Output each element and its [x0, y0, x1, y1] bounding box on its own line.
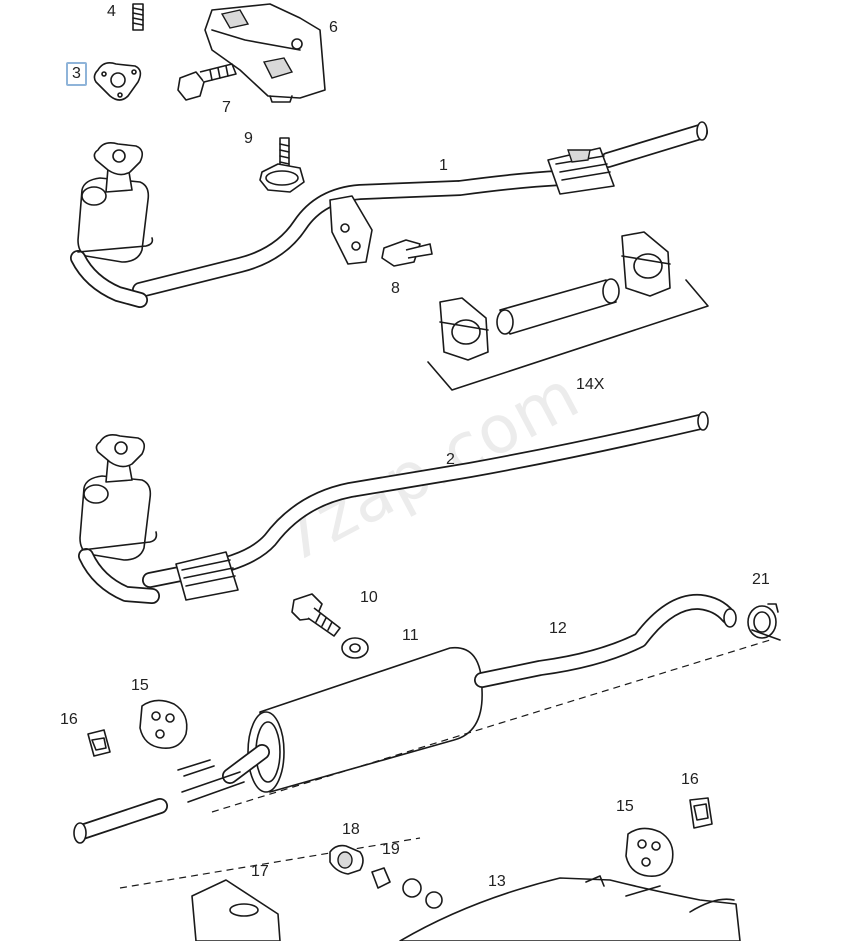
part-19-sleeve-and-seals[interactable]	[371, 867, 443, 909]
callout-15-left[interactable]: 15	[131, 677, 149, 694]
callout-1[interactable]: 1	[439, 157, 448, 174]
part-7-bolt[interactable]	[177, 63, 237, 101]
callout-19[interactable]: 19	[382, 841, 400, 858]
part-12-intermediate-pipe[interactable]	[474, 593, 737, 688]
part-2-front-pipe-variant[interactable]	[78, 411, 709, 604]
callout-11[interactable]: 11	[402, 627, 419, 644]
assembly-line-upper	[211, 639, 771, 813]
part-8-bolt[interactable]	[381, 239, 433, 267]
part-18-bush[interactable]	[329, 844, 364, 875]
callout-16-left[interactable]: 16	[60, 711, 78, 728]
callout-14x[interactable]: 14X	[576, 376, 605, 393]
callout-16-right[interactable]: 16	[681, 771, 699, 788]
callout-15-right[interactable]: 15	[616, 798, 634, 815]
callout-7[interactable]: 7	[222, 99, 231, 116]
part-4-stud[interactable]	[132, 3, 144, 31]
part-14x-clamp-kit[interactable]	[427, 231, 709, 391]
part-3-gasket[interactable]	[93, 62, 142, 101]
callout-3[interactable]: 3	[66, 62, 87, 86]
callout-17[interactable]: 17	[251, 863, 269, 880]
part-13-rear-silencer[interactable]	[399, 875, 741, 941]
part-16-clip-right[interactable]	[689, 797, 713, 829]
callout-21[interactable]: 21	[752, 571, 770, 588]
callout-12[interactable]: 12	[549, 620, 567, 637]
part-1-front-pipe-with-catalyst[interactable]	[70, 121, 708, 308]
part-17-bracket[interactable]	[191, 879, 281, 941]
part-21-clamp[interactable]	[747, 603, 781, 641]
callout-18[interactable]: 18	[342, 821, 360, 838]
callout-8[interactable]: 8	[391, 280, 400, 297]
callout-13[interactable]: 13	[488, 873, 506, 890]
part-15-rubber-mount-right[interactable]	[625, 827, 674, 878]
pipe-end-front[interactable]	[73, 798, 168, 844]
callout-9[interactable]: 9	[244, 130, 253, 147]
callout-2[interactable]: 2	[446, 451, 455, 468]
part-10-bolt-and-washer[interactable]	[291, 593, 369, 659]
part-15-rubber-mount-left[interactable]	[139, 699, 188, 750]
part-16-clip-left[interactable]	[87, 729, 111, 757]
callout-10[interactable]: 10	[360, 589, 378, 606]
callout-4[interactable]: 4	[107, 3, 116, 20]
part-9-stud-nut[interactable]	[259, 137, 305, 193]
assembly-line-lower	[119, 837, 421, 889]
part-11-centre-silencer[interactable]	[177, 646, 483, 803]
part-6-bracket[interactable]	[204, 3, 326, 103]
callout-6[interactable]: 6	[329, 19, 338, 36]
